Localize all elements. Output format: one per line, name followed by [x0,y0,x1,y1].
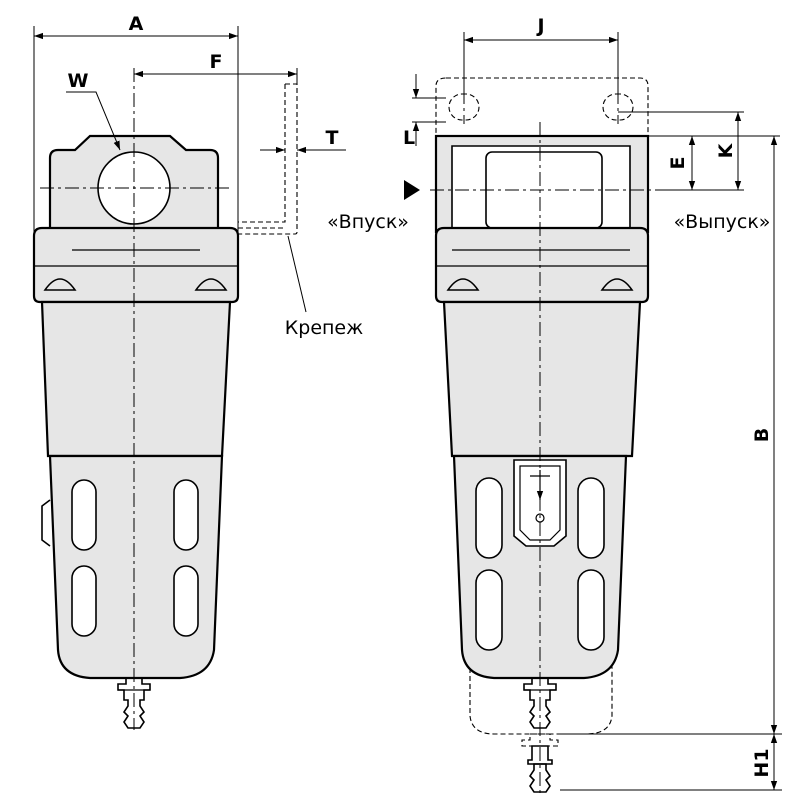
filter-bowl-upper [40,300,232,458]
dim-label-b: B [751,428,773,442]
dim-label-l: L [403,127,415,149]
dim-label-e: E [667,157,689,170]
bracket-plate-outline [435,77,649,137]
side-view [32,26,346,730]
outlet-label: «Выпуск» [674,211,771,233]
inlet-arrow [404,180,420,200]
bracket-label: Крепеж [285,317,363,339]
inlet-label: «Впуск» [327,211,409,233]
bowl-removal-outline [469,660,613,735]
dim-label-f: F [210,51,223,73]
dim-label-j: J [535,15,544,37]
mounting-bracket-outline [238,83,298,235]
filter-collar [32,226,240,304]
dim-label-h1: H1 [751,748,773,777]
dim-label-a: A [129,13,144,35]
dim-label-t: T [326,127,339,149]
dim-label-w: W [68,70,89,92]
dim-label-k: K [715,142,737,158]
front-view [404,32,782,796]
